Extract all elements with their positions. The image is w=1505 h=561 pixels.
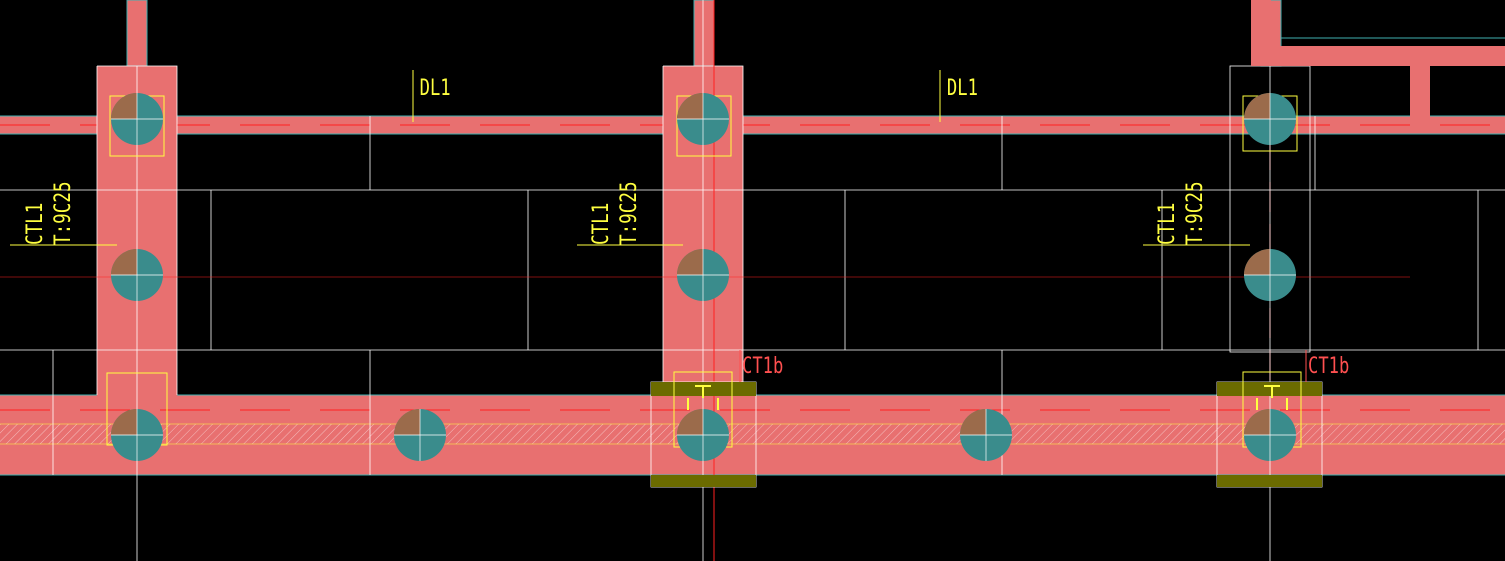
- pile-2[interactable]: [677, 93, 729, 145]
- pile-9[interactable]: [677, 409, 729, 461]
- pile-3[interactable]: [1244, 93, 1296, 145]
- pile-11[interactable]: [1244, 409, 1296, 461]
- label-rebar-left: T:9C25: [50, 181, 75, 245]
- pile-1[interactable]: [111, 93, 163, 145]
- top-right-wall: [1251, 0, 1505, 118]
- label-ctl1-right: CTL1: [1154, 203, 1179, 245]
- pile-10[interactable]: [960, 409, 1012, 461]
- piles[interactable]: [111, 93, 1296, 461]
- pile-6[interactable]: [1244, 249, 1296, 301]
- label-rebar-right: T:9C25: [1182, 181, 1207, 245]
- leader-lines: [10, 70, 1307, 382]
- label-dl1-right: DL1: [947, 75, 978, 101]
- label-ct1b-right: CT1b: [1308, 353, 1349, 379]
- pile-7[interactable]: [111, 409, 163, 461]
- label-dl1-left: DL1: [420, 75, 451, 101]
- label-ctl1-middle: CTL1: [588, 203, 613, 245]
- pile-4[interactable]: [111, 249, 163, 301]
- label-rebar-middle: T:9C25: [616, 181, 641, 245]
- pile-cap-middle[interactable]: [650, 371, 757, 488]
- label-ct1b-middle: CT1b: [742, 353, 783, 379]
- label-ctl1-left: CTL1: [22, 203, 47, 245]
- pile-8[interactable]: [394, 409, 446, 461]
- pile-5[interactable]: [677, 249, 729, 301]
- pile-cap-right[interactable]: [1216, 371, 1323, 488]
